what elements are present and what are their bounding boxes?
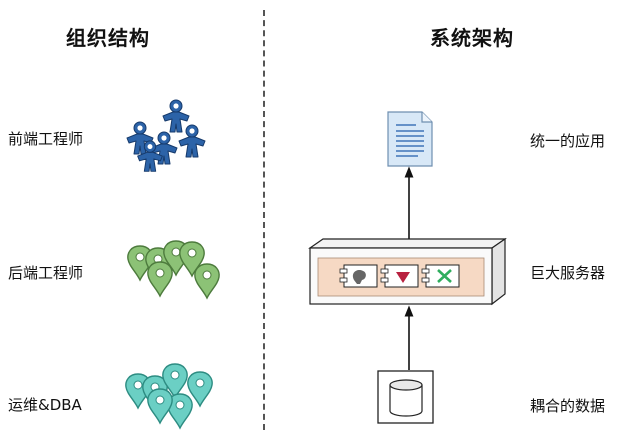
system-architecture-title: 系统架构: [430, 26, 514, 50]
server-component-chip-1: [339, 264, 378, 288]
dashed-divider: [263, 10, 265, 430]
layer-label-application: 统一的应用: [530, 132, 606, 150]
team-label-frontend: 前端工程师: [8, 130, 84, 148]
team-label-ops-dba: 运维&DBA: [8, 396, 82, 414]
team-label-backend: 后端工程师: [8, 264, 84, 282]
server-component-chip-3: [421, 264, 460, 288]
org-structure-title: 组织结构: [66, 26, 150, 50]
frontend-team-people-icon: [126, 99, 206, 172]
ops-dba-team-people-icon: [125, 363, 213, 430]
backend-team-people-icon: [127, 240, 220, 300]
layer-label-data: 耦合的数据: [530, 397, 606, 415]
document-icon: [387, 111, 433, 167]
database-icon: [377, 370, 434, 424]
server-component-chip-2: [380, 264, 419, 288]
layer-label-server: 巨大服务器: [530, 264, 606, 282]
